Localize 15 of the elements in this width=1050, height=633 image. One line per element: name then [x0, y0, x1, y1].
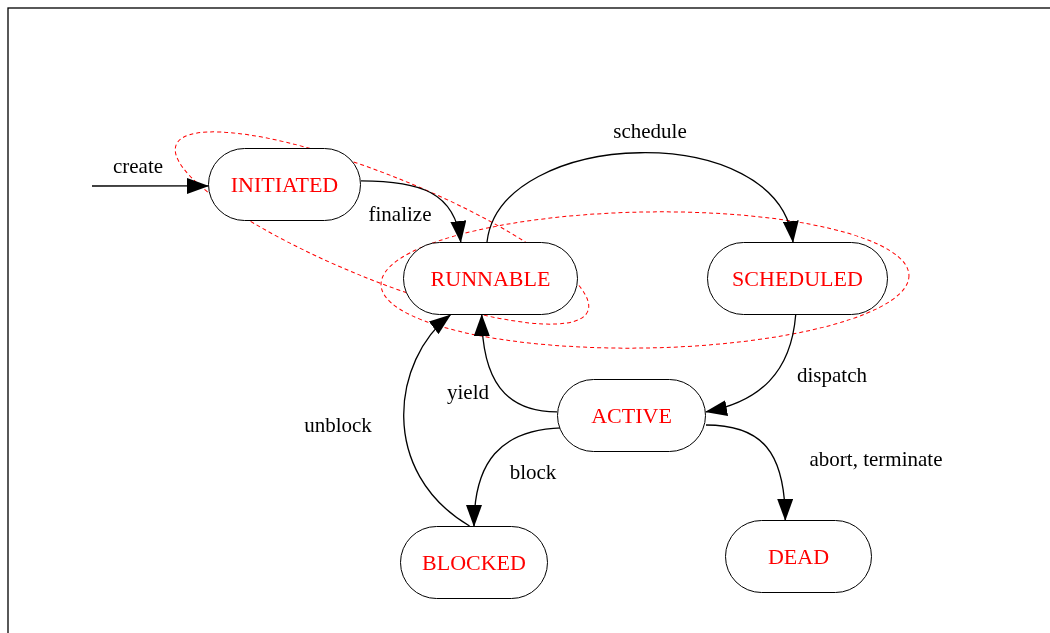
arrow: [705, 314, 797, 416]
state-box: [707, 242, 888, 315]
state-box: [403, 242, 578, 315]
arrow: [705, 424, 793, 521]
state-name: RUNNABLE: [430, 265, 551, 292]
state-name: BLOCKED: [422, 549, 526, 576]
state-name: ACTIVE: [591, 402, 672, 429]
arrow: [403, 314, 471, 527]
state-name: DEAD: [767, 543, 830, 570]
state-name: INITIATED: [230, 171, 339, 198]
state-box: [208, 148, 361, 221]
arrow: [474, 314, 558, 413]
state-name: SCHEDULED: [732, 265, 863, 292]
arrow: [91, 177, 209, 194]
arrow: [360, 180, 465, 243]
